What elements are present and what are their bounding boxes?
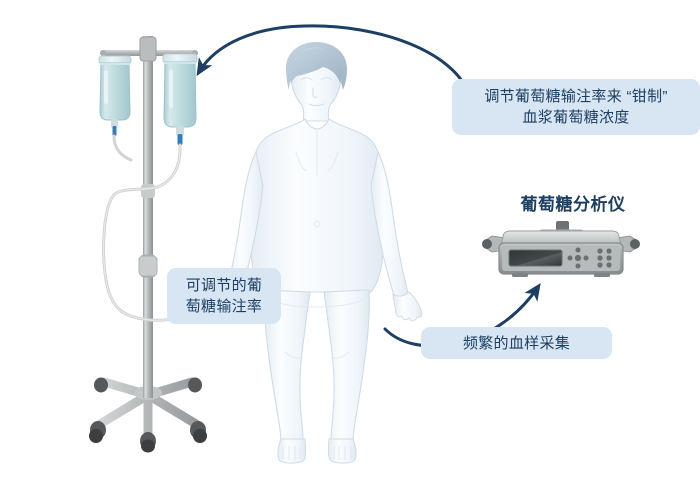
iv-stand-base bbox=[89, 377, 207, 453]
iv-pole bbox=[143, 36, 153, 398]
glucose-analyzer-illustration bbox=[482, 221, 640, 277]
label-glucose-infusion-rate-clamp: 调节葡萄糖输注率来 “钳制” 血浆葡萄糖浓度 bbox=[452, 79, 700, 135]
label-adjustable-glucose-infusion-rate: 可调节的葡 萄糖输注率 bbox=[167, 268, 281, 324]
iv-bag-right bbox=[162, 53, 198, 145]
arrow-to-iv-bags bbox=[196, 24, 470, 94]
label-frequent-blood-sampling: 频繁的血样采集 bbox=[421, 327, 612, 359]
iv-bag-left bbox=[98, 53, 132, 136]
patient-figure-illustration bbox=[211, 42, 423, 464]
iv-stand-illustration bbox=[89, 36, 280, 453]
label-glucose-analyzer-title: 葡萄糖分析仪 bbox=[520, 195, 626, 214]
